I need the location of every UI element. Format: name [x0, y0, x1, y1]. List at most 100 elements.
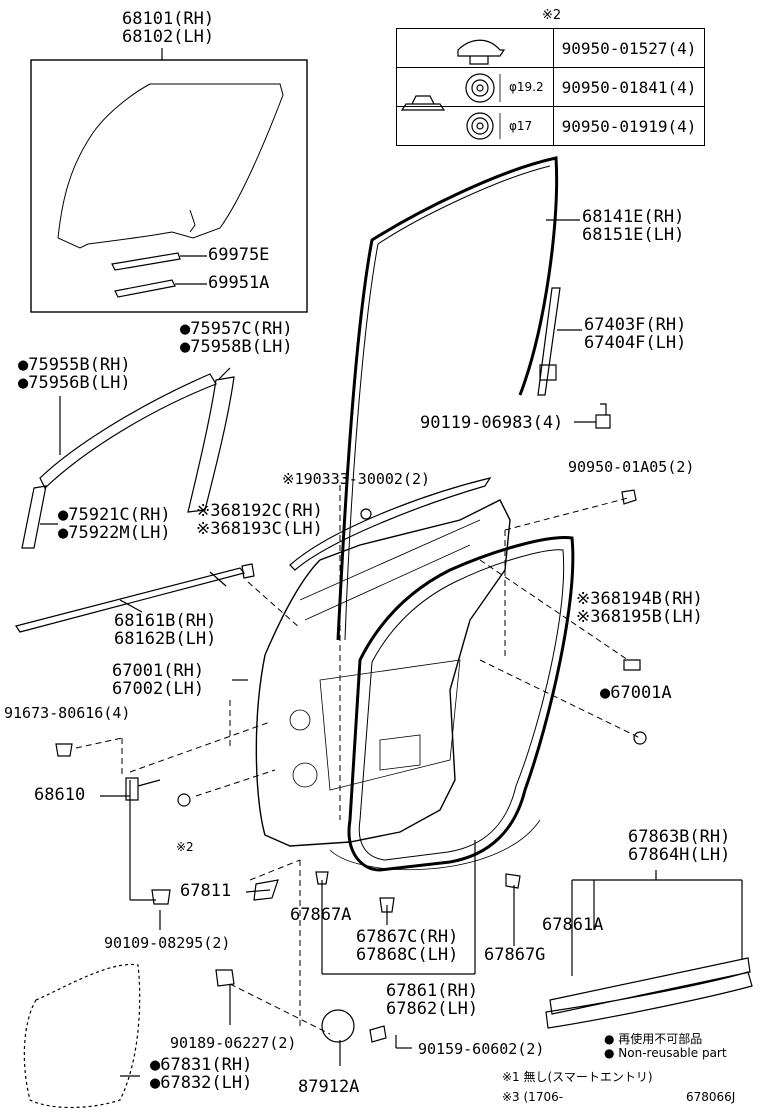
label-90333: ※190333-30002(2): [282, 470, 431, 488]
label-67867g: 67867G: [484, 945, 546, 965]
label-line: ●67831(RH): [150, 1055, 253, 1075]
label-90950-01a05: 90950-01A05(2): [568, 458, 695, 476]
label-67001: 67001(RH) 67002(LH): [112, 662, 204, 698]
label-67811: 67811: [180, 881, 232, 901]
label-67403f: 67403F(RH) 67404F(LH): [584, 316, 686, 352]
label-67867a: 67867A: [290, 905, 352, 925]
label-75921c: ●75921C(RH) ●75922M(LH): [58, 506, 171, 542]
label-90159: 90159-60602(2): [418, 1040, 545, 1058]
label-note2: ※2: [176, 840, 194, 854]
label-line: 68102(LH): [122, 27, 215, 47]
weatherstrip-68161B: [15, 567, 246, 633]
label-line: 67864H(LH): [628, 845, 731, 865]
label-line: ※368195B(LH): [576, 607, 703, 627]
clip-67867C: [379, 897, 395, 913]
bolt-90159: [369, 1025, 387, 1043]
check-68610: [125, 777, 161, 801]
label-line: ●75956B(LH): [18, 373, 131, 393]
legend-jp: ● 再使用不可部品: [604, 1032, 703, 1046]
clip-68194: [623, 659, 641, 671]
step-molding-67861: [545, 957, 753, 1029]
label-line: 67861(RH): [386, 981, 479, 1001]
label-68161b: 68161B(RH) 68162B(LH): [114, 612, 216, 648]
label-90109: 90109-08295(2): [104, 934, 231, 952]
label-glass: 68101(RH) 68102(LH): [122, 10, 214, 46]
cover-87912A: [321, 1009, 355, 1043]
footnote-1: ※1 無し(スマートエントリ): [502, 1070, 653, 1084]
label-67861a: 67861A: [542, 915, 604, 935]
grommet-90950-01A05: [621, 489, 637, 505]
label-68141e: 68141E(RH) 68151E(LH): [582, 208, 684, 244]
screw-91673: [55, 743, 73, 757]
table-row-dim: φ19.2: [509, 80, 544, 94]
label-75957c: ●75957C(RH) ●75958B(LH): [180, 320, 293, 356]
label-67861: 67861(RH) 67862(LH): [386, 982, 478, 1018]
label-line: 68151E(LH): [582, 225, 685, 245]
label-line: ●75921C(RH): [58, 505, 171, 525]
label-68610: 68610: [34, 785, 86, 805]
window-frame-67403F: [537, 287, 561, 396]
clip-90333: [360, 508, 372, 520]
fastener-67001A: [633, 731, 647, 745]
glass-channel-69951A: [114, 279, 176, 298]
label-line: ※368192C(RH): [196, 501, 323, 521]
label-line: 67863B(RH): [628, 827, 731, 847]
label-90189: 90189-06227(2): [170, 1034, 297, 1052]
label-67001a: ●67001A: [600, 683, 672, 703]
label-line: 67001(RH): [112, 661, 205, 681]
table-row-part: 90950-01919(4): [553, 106, 705, 146]
label-line: ●75958B(LH): [180, 337, 293, 357]
clip-67867G: [505, 873, 521, 889]
label-90119: 90119-06983(4): [420, 413, 564, 433]
service-cover-67831: [23, 963, 141, 1109]
table-row-dim: φ17: [509, 119, 533, 133]
label-67863b: 67863B(RH) 67864H(LH): [628, 828, 730, 864]
label-line: 67404F(LH): [584, 333, 687, 353]
clip-67867A: [315, 871, 329, 885]
label-69951a: 69951A: [208, 273, 270, 293]
label-67831: ●67831(RH) ●67832(LH): [150, 1056, 252, 1092]
screw-90109: [151, 889, 171, 905]
door-panel-67001: [255, 499, 511, 847]
label-69975e: 69975E: [208, 245, 270, 265]
clip-note2: [177, 793, 191, 807]
label-68192c: ※368192C(RH) ※368193C(LH): [196, 502, 323, 538]
molding-75957C: [187, 376, 235, 513]
label-67867c: 67867C(RH) 67868C(LH): [356, 928, 458, 964]
label-line: 67868C(LH): [356, 945, 459, 965]
clip-68192: [241, 563, 255, 579]
glass-channel-69975E: [111, 252, 181, 271]
label-line: 67403F(RH): [584, 315, 687, 335]
table-row-part: 90950-01527(4): [553, 28, 705, 68]
table-row-part: 90950-01841(4): [553, 67, 705, 107]
legend-en: ● Non-reusable part: [604, 1046, 727, 1060]
bolt-90189: [215, 969, 235, 987]
label-line: ●75957C(RH): [180, 319, 293, 339]
figure-id: 678066J: [686, 1090, 736, 1104]
glass-group-box: [30, 59, 308, 313]
bolt-90119: [595, 403, 611, 429]
label-line: 68141E(RH): [582, 207, 685, 227]
label-line: 68162B(LH): [114, 629, 217, 649]
label-line: 67002(LH): [112, 679, 205, 699]
label-87912a: 87912A: [298, 1077, 360, 1097]
fastener-table: 90950-01527(4) φ19.2 90950-01841(4) φ17 90…: [396, 28, 705, 146]
label-line: 67862(LH): [386, 999, 479, 1019]
molding-75921C: [21, 485, 47, 549]
pad-67811: [253, 879, 279, 901]
label-line: ※368194B(RH): [576, 589, 703, 609]
weatherstrip-68194B: [347, 536, 575, 872]
label-line: ●67832(LH): [150, 1073, 253, 1093]
footnote-3: ※3 (1706-: [502, 1090, 564, 1104]
label-75955b: ●75955B(RH) ●75956B(LH): [18, 356, 131, 392]
label-line: ●75955B(RH): [18, 355, 131, 375]
label-line: ※368193C(LH): [196, 519, 323, 539]
label-line: ●75922M(LH): [58, 523, 171, 543]
door-glass: [57, 83, 284, 249]
table-header: ※2: [542, 8, 562, 23]
label-91673: 91673-80616(4): [4, 704, 131, 722]
label-line: 68101(RH): [122, 9, 215, 29]
glass-run-68141E: [336, 156, 559, 641]
